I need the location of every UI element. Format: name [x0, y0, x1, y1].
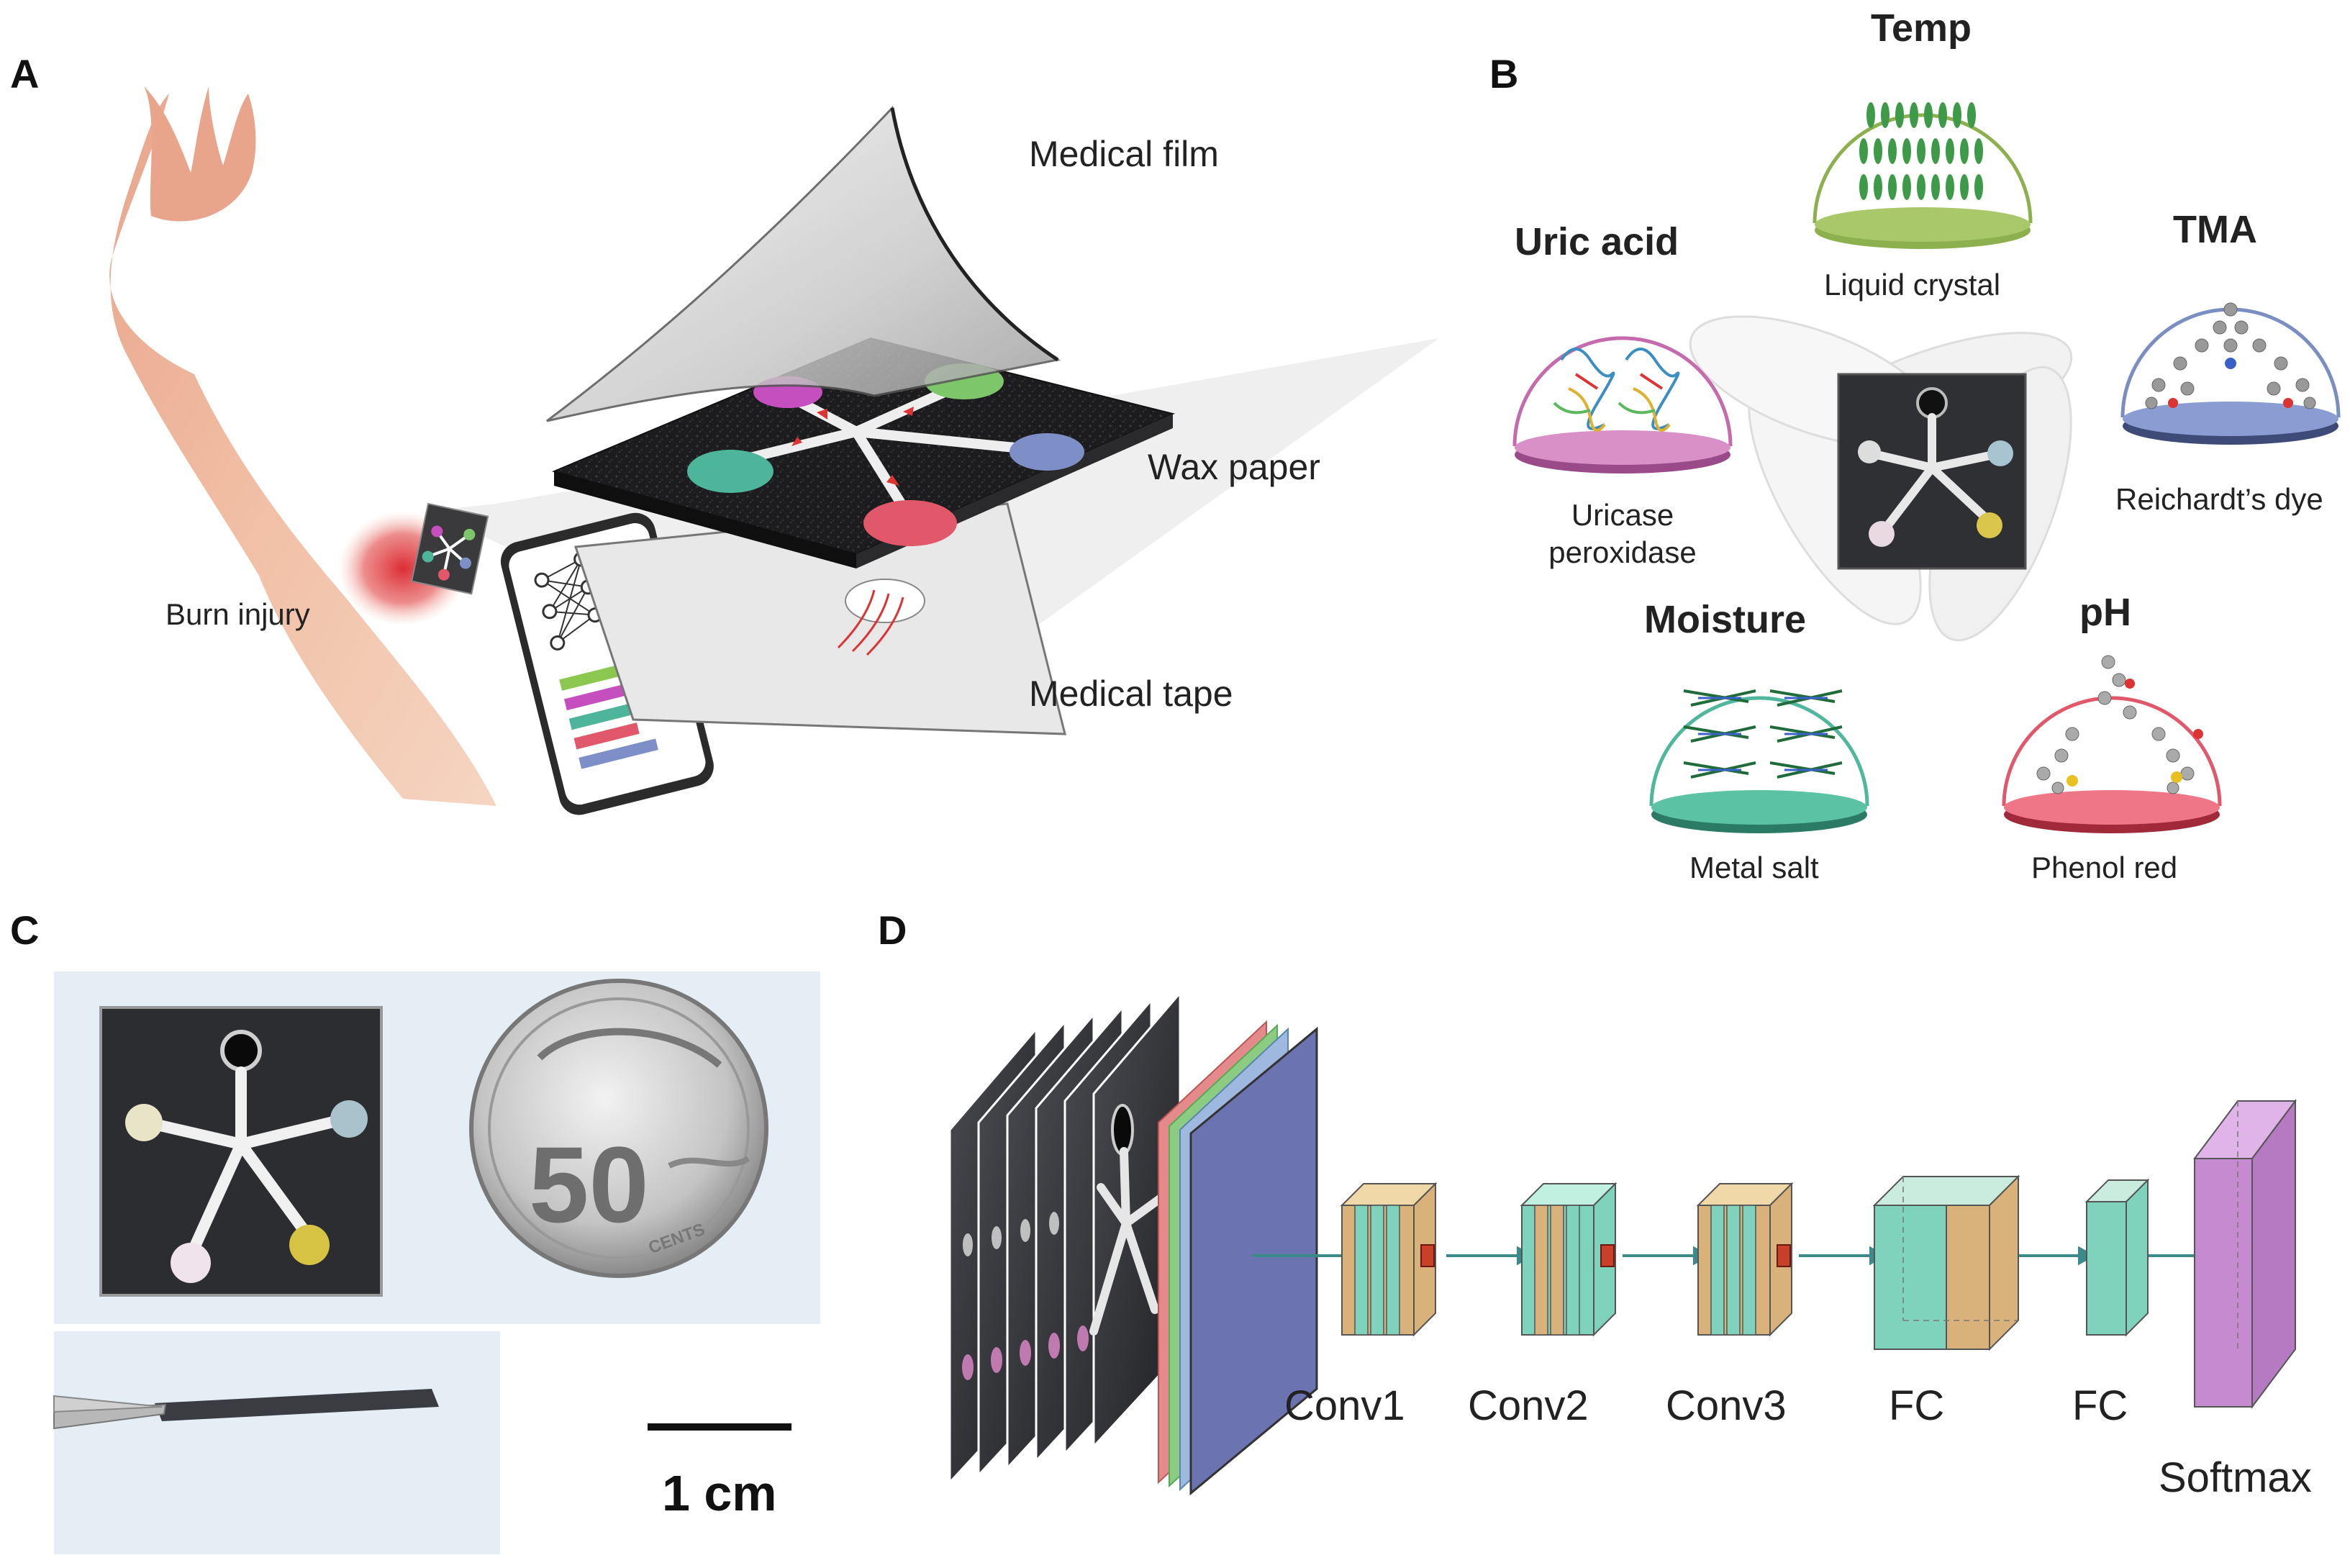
- reagent-metal-salt: Metal salt: [1689, 851, 1819, 884]
- scale-bar: [648, 1423, 791, 1431]
- dome-temp: [1813, 102, 2033, 249]
- title-uric-acid: Uric acid: [1515, 220, 1679, 263]
- rgb-channels: [1158, 1020, 1318, 1496]
- coin-value: 50: [529, 1124, 649, 1245]
- cnn-label-fc2: FC: [2072, 1382, 2128, 1429]
- fc2-block: [2084, 1178, 2150, 1337]
- scale-bar-label: 1 cm: [662, 1465, 777, 1521]
- dome-ph: [2002, 655, 2222, 833]
- dome-tma: [2120, 302, 2341, 445]
- label-burn-injury: Burn injury: [165, 597, 310, 631]
- reagent-liquid-crystal: Liquid crystal: [1824, 268, 2001, 302]
- conv3-block: [1696, 1182, 1794, 1337]
- title-ph: pH: [2079, 591, 2131, 634]
- flow-arrows: [791, 407, 914, 486]
- softmax-block: [2193, 1099, 2297, 1409]
- panel-letter-d: D: [878, 907, 907, 953]
- title-tma: TMA: [2173, 208, 2257, 251]
- conv2-block: [1520, 1182, 1618, 1337]
- cnn-label-softmax: Softmax: [2159, 1454, 2312, 1501]
- label-medical-tape: Medical tape: [1029, 674, 1233, 714]
- cnn-label-conv2: Conv2: [1468, 1382, 1589, 1429]
- cnn-label-conv3: Conv3: [1666, 1382, 1787, 1429]
- conv1-block: [1340, 1182, 1438, 1337]
- arm: [109, 94, 496, 806]
- cnn-label-conv1: Conv1: [1284, 1382, 1405, 1429]
- dome-uric-acid: [1512, 336, 1733, 473]
- dome-moisture: [1649, 689, 1869, 833]
- hand: [144, 86, 256, 222]
- exudate-arrows: [837, 589, 904, 656]
- label-medical-film: Medical film: [1029, 134, 1219, 174]
- input-image-stack: [948, 989, 1181, 1485]
- reagent-phenol-red: Phenol red: [2031, 851, 2178, 884]
- panel-letter-b: B: [1489, 51, 1519, 96]
- reagent-uricase: Uricase: [1571, 498, 1674, 532]
- sensor-patch: [1837, 373, 2027, 570]
- panel-letter-c: C: [10, 907, 40, 953]
- arm-patch: [410, 502, 489, 595]
- panel-letter-a: A: [10, 51, 40, 96]
- cnn-label-fc1: FC: [1889, 1382, 1945, 1429]
- label-wax-paper: Wax paper: [1148, 447, 1320, 487]
- reagent-reichardts-dye: Reichardt’s dye: [2115, 482, 2323, 516]
- title-moisture: Moisture: [1644, 598, 1807, 641]
- fc1-block: [1872, 1174, 2020, 1351]
- reagent-peroxidase: peroxidase: [1548, 535, 1697, 569]
- title-temp: Temp: [1871, 6, 1972, 50]
